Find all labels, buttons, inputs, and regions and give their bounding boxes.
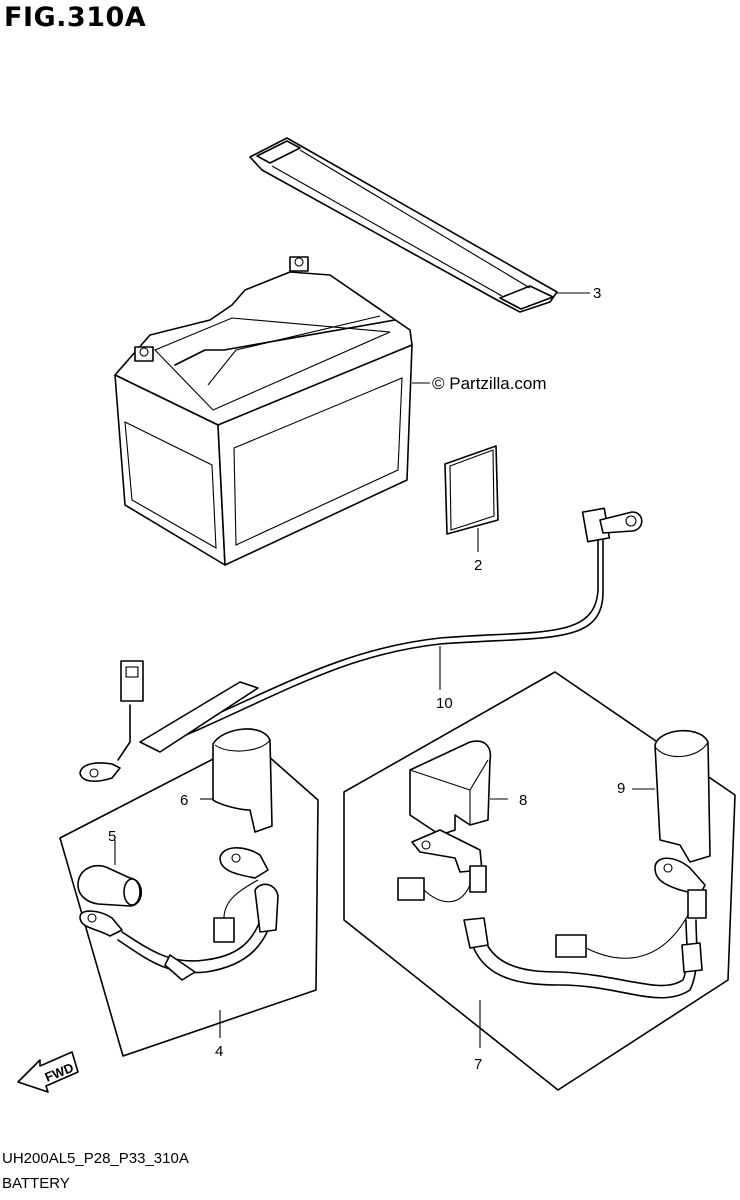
callout-8[interactable]: 8 [519, 792, 528, 809]
watermark-text: © Partzilla.com [432, 374, 547, 393]
callout-10[interactable]: 10 [436, 695, 453, 712]
battery-strap[interactable] [249, 137, 590, 313]
terminal-cap-9[interactable] [632, 729, 711, 863]
callout-9[interactable]: 9 [617, 780, 626, 797]
main-cable[interactable] [79, 507, 643, 782]
battery-label-sheet[interactable] [444, 445, 499, 552]
model-code: UH200AL5_P28_P33_310A [2, 1150, 189, 1167]
callout-3[interactable]: 3 [593, 285, 602, 302]
callout-7[interactable]: 7 [474, 1056, 483, 1073]
callout-6[interactable]: 6 [180, 792, 189, 809]
right-kit-box [343, 671, 736, 1091]
section-name: BATTERY [2, 1175, 70, 1192]
harness-7[interactable] [397, 829, 707, 999]
callout-4[interactable]: 4 [215, 1043, 224, 1060]
battery[interactable] [114, 256, 430, 566]
callout-2[interactable]: 2 [474, 557, 483, 574]
terminal-boot-5[interactable] [77, 840, 143, 907]
harness-4[interactable] [79, 847, 279, 981]
fwd-arrow: FWD [17, 1051, 79, 1093]
terminal-cap-6[interactable] [200, 728, 273, 833]
figure-title: FIG.310A [4, 2, 147, 33]
terminal-cap-8[interactable] [409, 740, 508, 836]
callout-5[interactable]: 5 [108, 828, 117, 845]
